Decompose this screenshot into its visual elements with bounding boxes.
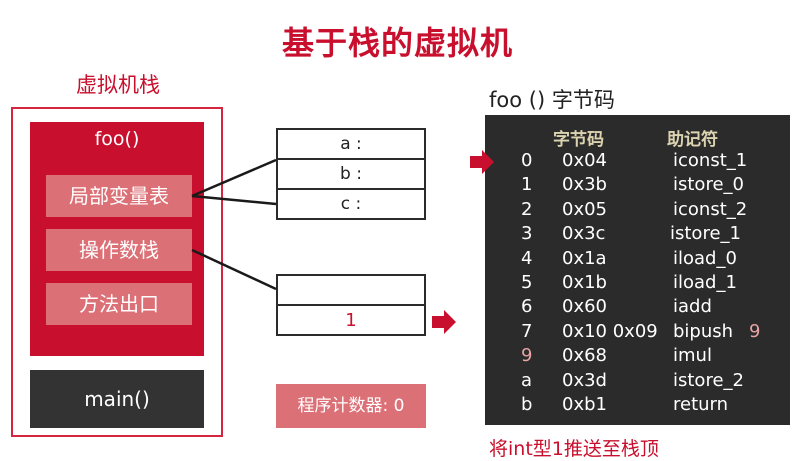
bytecode-index: 4 [521,247,533,269]
bytecode-mnemonic: istore_1 [670,223,741,245]
bytecode-code: 0x3d [562,369,607,391]
push-arrow-icon [432,310,456,334]
operand-stack-box: 操作数栈 [46,229,192,271]
bytecode-code: 0x3c [562,223,606,245]
bytecode-mnemonic: iload_0 [673,247,737,269]
vm-stack-label: 虚拟机栈 [76,73,160,97]
bytecode-code: 0x10 0x09 [562,320,658,342]
bytecode-mnemonic: return [673,394,729,415]
foo-frame-label: foo() [94,128,140,150]
bytecode-header: foo () 字节码 [489,88,615,112]
bytecode-index: 3 [521,223,533,245]
bytecode-panel [485,115,790,425]
bytecode-mnemonic: iadd [673,296,712,318]
bytecode-mnemonic: istore_0 [673,174,744,196]
bytecode-code: 0xb1 [562,394,607,415]
caption-text: 将int型1推送至栈顶 [489,438,659,460]
bytecode-mnemonic: iload_1 [673,272,737,293]
page-title: 基于栈的虚拟机 [281,24,513,62]
local-vars-connector-bottom [191,194,277,206]
local-var-row-c: c : [276,188,426,220]
bytecode-index: b [521,394,533,415]
bytecode-index: 1 [521,174,533,196]
bytecode-code: 0x60 [562,296,608,318]
bytecode-mnemonic: iconst_1 [673,150,748,171]
bytecode-code: 0x05 [562,198,608,220]
bytecode-index: 9 [521,345,533,367]
bytecode-index: 5 [521,272,533,293]
operand-stack-connector [191,248,277,291]
bytecode-mnemonic: istore_2 [673,369,744,391]
bytecode-column-header: 字节码 [553,130,604,150]
bytecode-index: a [521,369,533,391]
bytecode-index: 2 [521,198,533,220]
bytecode-mnemonic: bipush [673,320,734,342]
bytecode-index: 0 [521,150,533,171]
bytecode-mnemonic: iconst_2 [673,198,748,220]
vm-stack-frame [11,107,223,437]
bytecode-code: 0x68 [562,345,608,367]
bytecode-code: 0x3b [562,174,607,196]
program-counter-box: 程序计数器: 0 [276,384,426,428]
bytecode-code: 0x1b [562,272,607,293]
bytecode-code: 0x1a [562,247,607,269]
bytecode-code: 0x04 [562,150,608,171]
pc-pointer-arrow-icon [470,150,494,174]
bytecode-index: 6 [521,296,533,318]
local-vars-box: 局部变量表 [46,175,192,217]
bytecode-index: 7 [521,320,533,342]
main-stack-frame: main() [30,370,204,428]
mnemonic-column-header: 助记符 [667,130,718,150]
operand-stack-cell-value: 1 [276,304,426,336]
bytecode-mnemonic: imul [673,345,712,367]
local-vars-connector-top [191,158,277,198]
method-exit-box: 方法出口 [46,283,192,325]
bytecode-argument: 9 [749,320,761,342]
